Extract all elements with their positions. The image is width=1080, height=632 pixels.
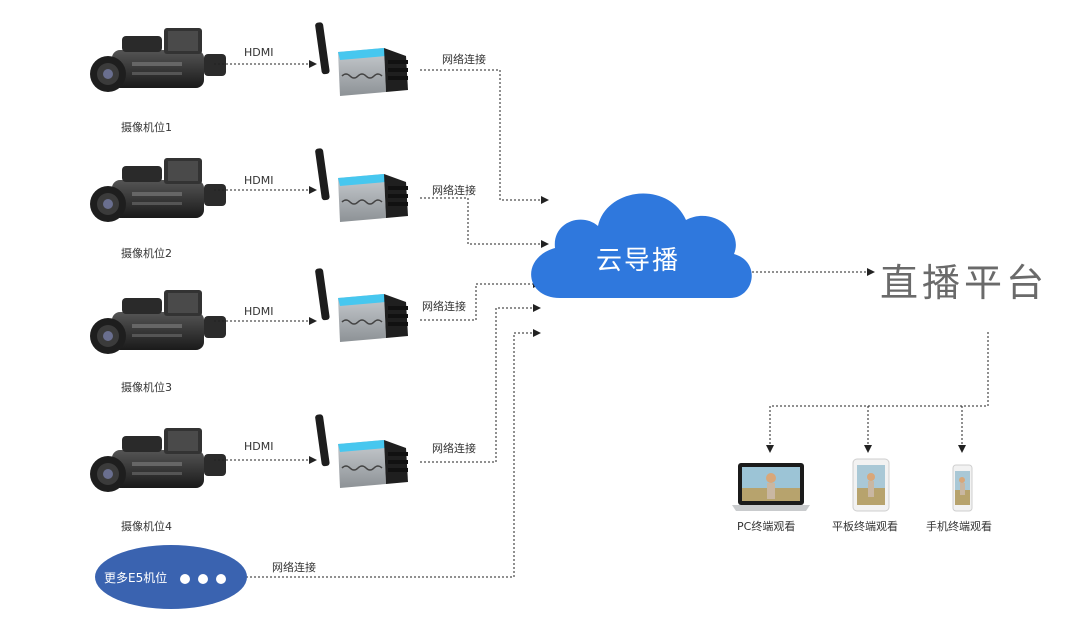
hdmi-label: HDMI [244,46,274,59]
platform-label: 直播平台 [880,261,1049,305]
dot-icon [198,574,208,584]
network-label: 网络连接 [432,442,476,455]
network-label: 网络连接 [432,184,476,197]
hdmi-label: HDMI [244,305,274,318]
camera-label: 摄像机位2 [121,247,172,260]
encoder-icon [314,413,409,489]
network-label: 网络连接 [422,300,466,313]
camera-icon [90,28,226,92]
tablet-icon [852,458,890,512]
laptop-icon [732,463,810,511]
network-connector [246,329,541,578]
camera-icon [90,158,226,222]
dot-icon [216,574,226,584]
hdmi-label: HDMI [244,440,274,453]
more-cameras-label: 更多E5机位 [104,571,168,585]
camera-label: 摄像机位3 [121,381,172,394]
pc-viewing-label: PC终端观看 [737,520,796,533]
encoder-icon [314,267,409,343]
dot-icon [180,574,190,584]
more-cameras-ellipse [95,545,247,609]
network-connector [420,69,549,204]
distribution-connector [770,332,989,407]
camera-label: 摄像机位4 [121,520,172,533]
cloud-shape [531,193,752,298]
network-connector [420,280,541,321]
tablet-viewing-label: 平板终端观看 [832,520,898,533]
hdmi-label: HDMI [244,174,274,187]
network-connector [420,197,549,248]
phone-icon [952,464,973,512]
network-label: 网络连接 [272,561,316,574]
network-connector [420,304,541,463]
network-label: 网络连接 [442,53,486,66]
camera-icon [90,290,226,354]
cloud-director-label: 云导播 [595,246,680,276]
camera-icon [90,428,226,492]
phone-viewing-label: 手机终端观看 [926,520,992,533]
encoder-icon [314,21,409,97]
camera-label: 摄像机位1 [121,121,172,134]
encoder-icon [314,147,409,223]
